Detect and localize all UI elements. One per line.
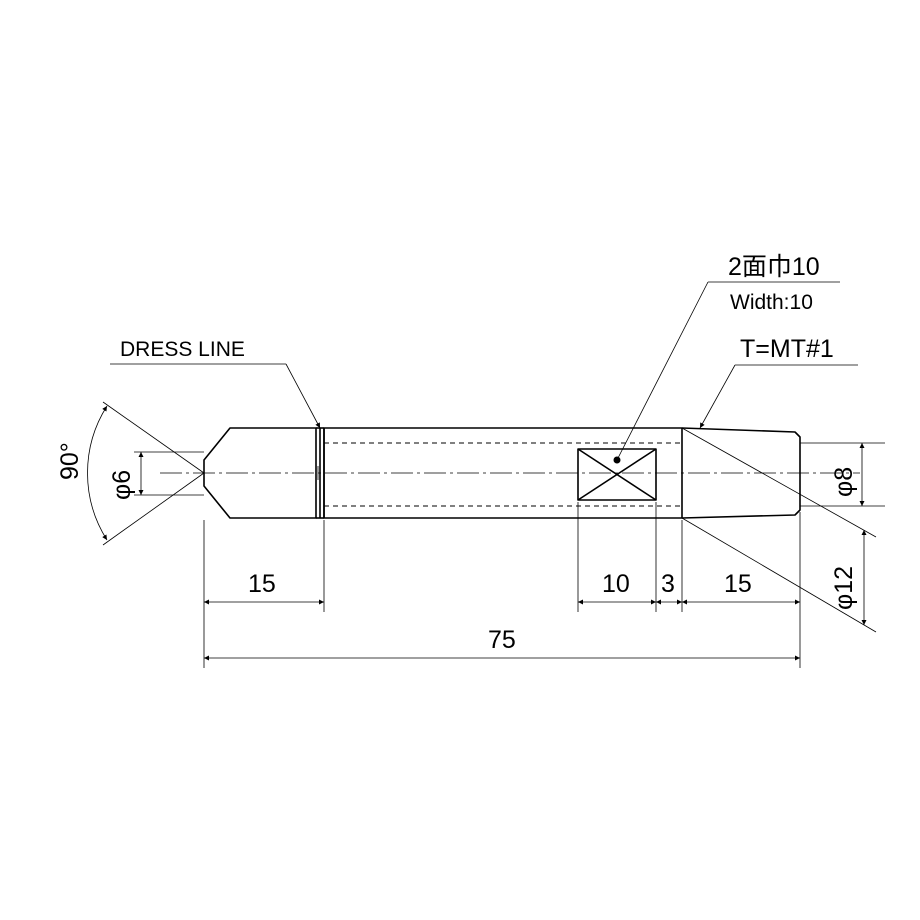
wrench-flats xyxy=(577,448,657,501)
flat-width-note: 2面巾10 Width:10 xyxy=(616,253,840,461)
taper-label: T=MT#1 xyxy=(740,335,834,363)
phi12-ext-bottom xyxy=(681,517,877,633)
taper-diameter-label: φ12 xyxy=(830,566,858,610)
taper-note: T=MT#1 xyxy=(699,335,858,429)
dress-line-label: DRESS LINE xyxy=(120,338,245,361)
tip-diameter-dimension: φ6 xyxy=(108,451,204,500)
taper-outline xyxy=(681,427,801,519)
tip-angle-dimension: 90° xyxy=(56,401,205,546)
flat-width-en-label: Width:10 xyxy=(730,291,813,314)
length-dimensions: 15 10 3 15 75 xyxy=(203,502,801,668)
angle-arc xyxy=(87,405,108,541)
overall-length-label: 75 xyxy=(488,626,516,654)
angle-ext-upper xyxy=(102,401,205,474)
taper-diameter-dimension: φ12 xyxy=(681,427,877,633)
taper-length-label: 15 xyxy=(724,570,752,598)
dress-line-leader xyxy=(285,363,321,429)
tip-diameter-label: φ6 xyxy=(108,470,136,500)
angle-ext-lower xyxy=(102,472,205,546)
flat-length-label: 10 xyxy=(602,570,630,598)
flat-width-leader xyxy=(616,281,709,461)
flats-box xyxy=(577,448,657,501)
shank-diameter-dimension: φ8 xyxy=(800,442,885,507)
tip-angle-label: 90° xyxy=(56,442,84,480)
phi12-ext-top xyxy=(681,427,877,538)
gap-length-label: 3 xyxy=(661,570,675,598)
flats-cross-2 xyxy=(577,448,657,501)
flat-width-jp-label: 2面巾10 xyxy=(728,253,820,281)
dress-line-note: DRESS LINE xyxy=(110,338,321,429)
taper-leader xyxy=(699,364,736,429)
tip-length-label: 15 xyxy=(248,570,276,598)
shank-diameter-label: φ8 xyxy=(830,467,858,497)
